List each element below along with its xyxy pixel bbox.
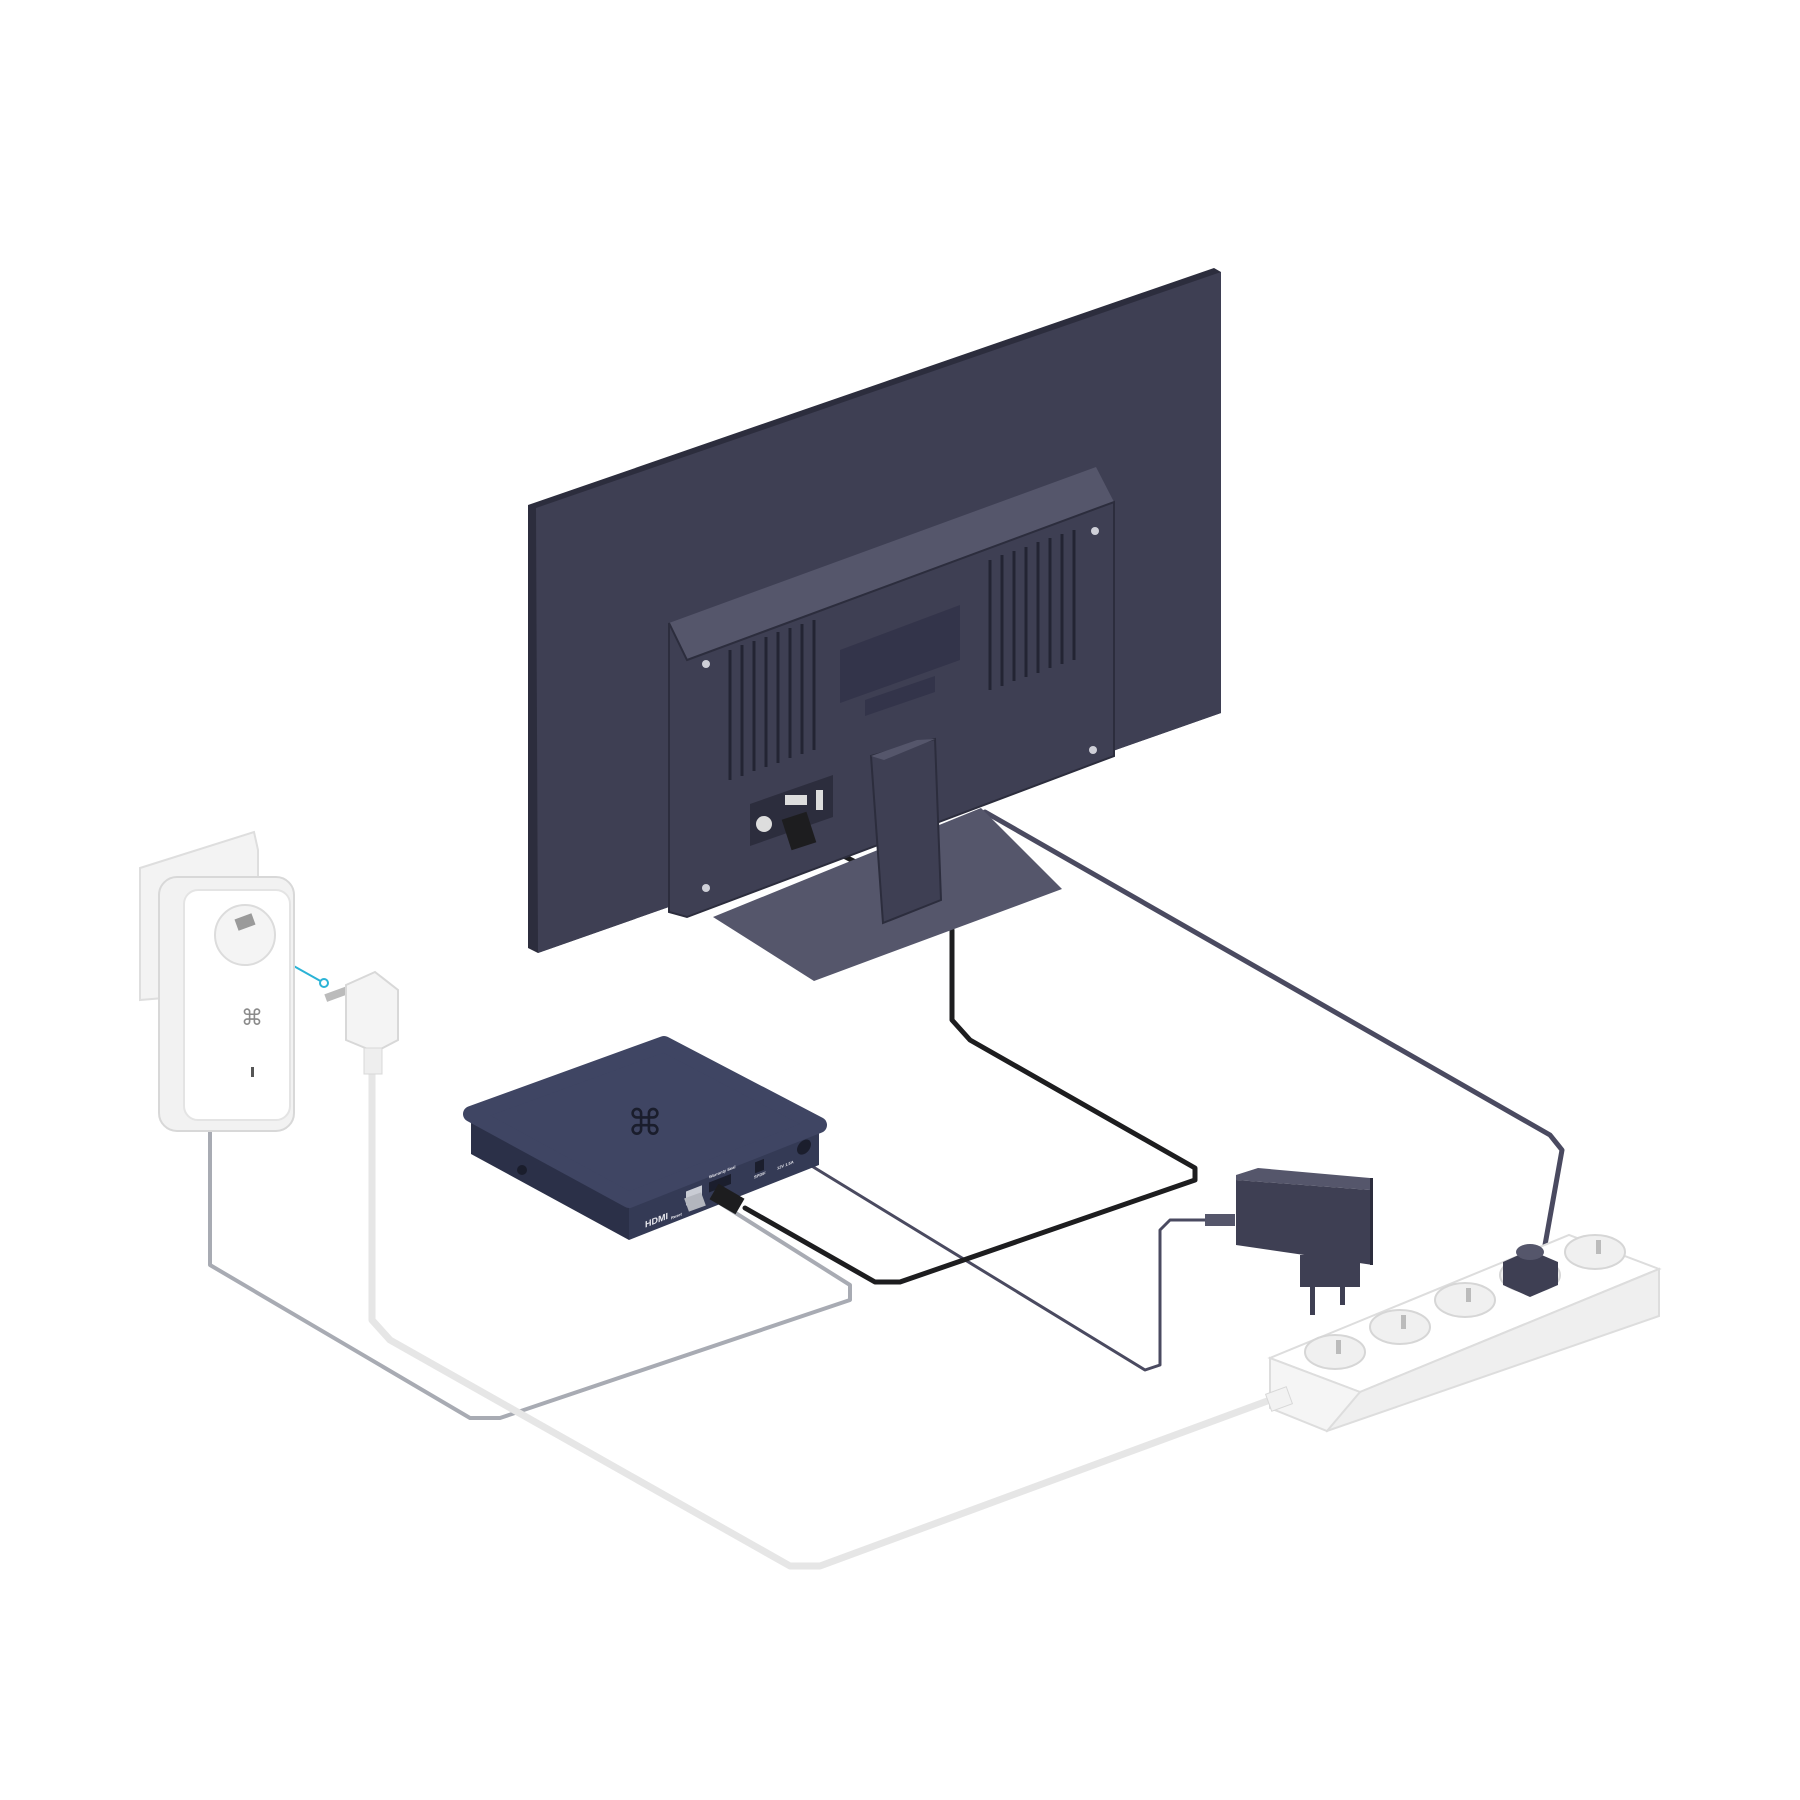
tv-slot xyxy=(865,676,935,716)
psu-pin-left xyxy=(1310,1285,1315,1315)
box-logo-icon: ⌘ xyxy=(627,1102,663,1143)
strip-socket xyxy=(1434,1282,1496,1318)
power-strip xyxy=(1264,1233,1662,1433)
ethernet-cable xyxy=(208,1129,852,1420)
box-top xyxy=(463,1036,827,1208)
hdmi-plug-tv xyxy=(781,811,817,851)
socket-pin xyxy=(234,913,256,931)
adapter-socket xyxy=(214,904,276,966)
powerline-adapter: ⌘ xyxy=(139,830,295,1132)
strip-cable-boot xyxy=(1264,1386,1294,1412)
psu-body xyxy=(1236,1180,1373,1265)
tv-hdmi-port xyxy=(785,795,807,805)
plug-strain-relief xyxy=(363,1047,383,1075)
power-rating-label: 12V 1.5A xyxy=(777,1159,794,1170)
tv-power-cable xyxy=(982,809,1565,1248)
strip-socket-pins xyxy=(1336,1240,1601,1354)
tv-label-plate xyxy=(840,605,960,703)
box-front-button xyxy=(517,1165,527,1175)
plug-power-cable xyxy=(368,1069,1274,1570)
plug-pin xyxy=(324,986,350,1002)
psu-plug-base xyxy=(1300,1255,1360,1287)
tv-screws xyxy=(702,527,1099,892)
psu-front xyxy=(1370,1178,1373,1265)
strip-socket xyxy=(1304,1334,1366,1370)
tv-back-housing-top xyxy=(669,467,1114,660)
tv-stand-neck-top xyxy=(871,739,935,760)
adapter-led xyxy=(251,1067,254,1077)
plug-body xyxy=(345,970,399,1054)
reset-label: Reset xyxy=(671,1211,682,1220)
psu-cable-grip xyxy=(1205,1214,1235,1226)
adapter-logo-icon: ⌘ xyxy=(241,1005,263,1030)
strip-socket xyxy=(1564,1234,1626,1270)
psu-top xyxy=(1236,1168,1370,1190)
tv-plug-in-strip xyxy=(1503,1250,1558,1297)
spdif-label: SPDIF xyxy=(754,1170,766,1180)
psu-pin-right xyxy=(1340,1285,1345,1305)
box-side-left xyxy=(471,1114,629,1240)
box-power-cable xyxy=(808,1163,1222,1372)
power-supply xyxy=(1205,1168,1373,1315)
tv-stand-neck xyxy=(869,737,943,925)
hdmi-plug-box xyxy=(709,1183,745,1215)
tv-usb-port xyxy=(816,790,823,810)
hdmi-port xyxy=(709,1173,731,1193)
television xyxy=(528,268,1221,981)
spdif-port xyxy=(755,1158,764,1174)
pairing-dot-end xyxy=(319,978,329,988)
ethernet-plug xyxy=(684,1192,706,1212)
strip-side xyxy=(1269,1356,1362,1433)
power-plug xyxy=(324,970,399,1075)
set-top-box: ⌘ HDMI Reset Warranty Seal SPDIF 12V 1.5… xyxy=(463,1036,827,1240)
strip-socket xyxy=(1369,1309,1431,1345)
power-port xyxy=(797,1139,811,1155)
tv-vents-left xyxy=(728,620,816,780)
tv-vents-right xyxy=(988,530,1076,690)
tv-antenna-port xyxy=(756,816,772,832)
tv-plug-top xyxy=(1516,1244,1544,1260)
